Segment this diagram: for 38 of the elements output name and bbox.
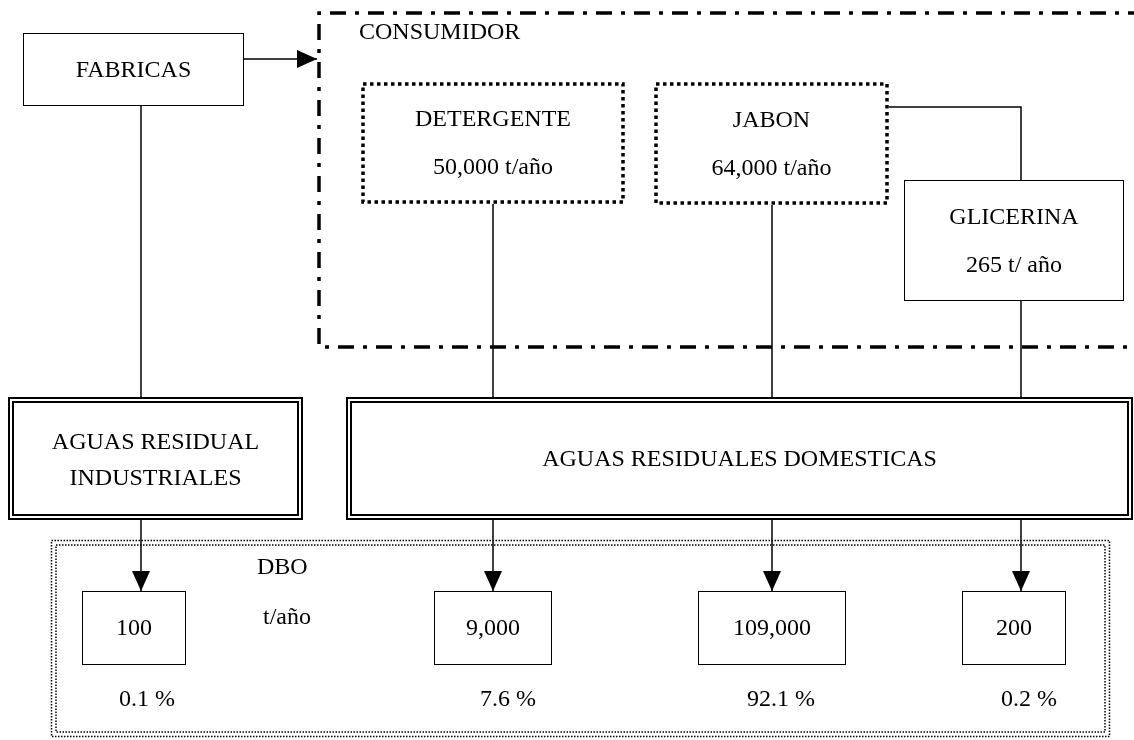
unit-label: t/año <box>263 603 311 631</box>
connector-line <box>888 106 1022 181</box>
process-box <box>346 397 1133 520</box>
process-box <box>654 82 889 205</box>
connector-line <box>492 203 494 398</box>
percentage-label: 92.1 % <box>746 685 816 713</box>
node-label: 200 <box>996 614 1032 642</box>
node-label: GLICERINA <box>949 202 1079 231</box>
connector-line <box>771 204 773 398</box>
process-box <box>904 180 1124 301</box>
quantity-label: 64,000 t/año <box>711 153 832 182</box>
arrow <box>1012 519 1030 592</box>
process-box <box>23 33 244 106</box>
arrow <box>484 519 502 592</box>
percentage-label: 0.1 % <box>118 685 176 713</box>
connector-line <box>140 105 142 398</box>
process-box <box>8 397 303 520</box>
node-label: AGUAS RESIDUAL INDUSTRIALES <box>50 426 261 492</box>
quantity-label: 265 t/ año <box>966 250 1062 279</box>
node-label: 9,000 <box>466 614 520 642</box>
process-box <box>361 82 625 204</box>
arrow <box>763 519 781 592</box>
arrow <box>243 50 318 68</box>
node-label: AGUAS RESIDUALES DOMESTICAS <box>542 444 937 473</box>
node-label: 100 <box>116 614 152 642</box>
percentage-label: 0.2 % <box>1000 685 1058 713</box>
node-label: DETERGENTE <box>415 105 571 133</box>
quantity-label: 50,000 t/año <box>433 153 553 181</box>
heading: CONSUMIDOR <box>359 18 521 46</box>
connector-line <box>1020 300 1022 398</box>
arrow <box>132 519 150 592</box>
group-frame <box>317 11 1134 349</box>
node-label: FABRICAS <box>75 55 192 84</box>
percentage-label: 7.6 % <box>479 685 537 713</box>
group-frame <box>50 539 1111 738</box>
node-label: 109,000 <box>733 614 811 642</box>
heading: DBO <box>257 553 308 581</box>
node-label: JABON <box>732 105 811 134</box>
